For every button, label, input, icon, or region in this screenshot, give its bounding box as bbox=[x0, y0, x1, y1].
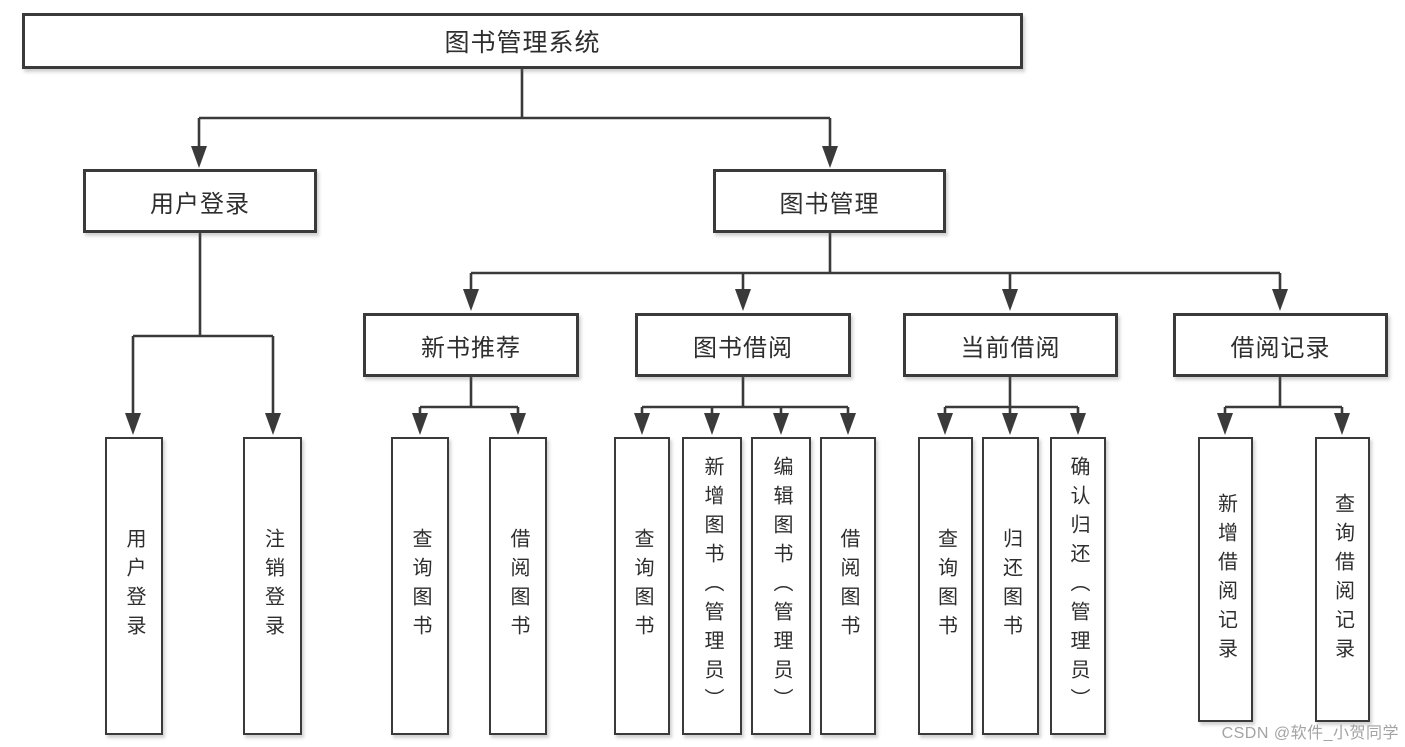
leaf-label: 查询借阅记录 bbox=[1331, 492, 1354, 667]
node-current-borrowing: 当前借阅 bbox=[903, 313, 1118, 377]
leaf-label: 查询图书 bbox=[409, 528, 431, 644]
leaf-query-books: 查询图书 bbox=[614, 437, 670, 735]
leaf-label: 编辑图书（管理员） bbox=[770, 455, 792, 717]
node-borrow-records: 借阅记录 bbox=[1173, 313, 1388, 377]
leaf-logout: 注销登录 bbox=[243, 437, 302, 735]
leaf-return-books: 归还图书 bbox=[982, 437, 1039, 735]
leaf-user-login: 用户登录 bbox=[105, 437, 163, 735]
node-book-borrowing: 图书借阅 bbox=[635, 313, 851, 377]
leaf-label: 注销登录 bbox=[261, 528, 284, 644]
leaf-label: 确认归还（管理员） bbox=[1067, 455, 1089, 717]
node-library-system: 图书管理系统 bbox=[22, 13, 1023, 69]
leaf-label: 借阅图书 bbox=[507, 528, 529, 644]
leaf-query-books: 查询图书 bbox=[918, 437, 973, 735]
leaf-label: 借阅图书 bbox=[837, 528, 859, 644]
leaf-label: 用户登录 bbox=[123, 528, 145, 644]
leaf-borrow-books: 借阅图书 bbox=[489, 437, 547, 735]
leaf-label: 归还图书 bbox=[999, 528, 1022, 644]
node-book-management: 图书管理 bbox=[713, 169, 946, 233]
leaf-label: 查询图书 bbox=[631, 528, 653, 644]
leaf-query-borrow-record: 查询借阅记录 bbox=[1315, 437, 1370, 722]
watermark: CSDN @软件_小贺同学 bbox=[1221, 725, 1399, 742]
leaf-label: 新增借阅记录 bbox=[1214, 492, 1237, 667]
leaf-add-borrow-record: 新增借阅记录 bbox=[1198, 437, 1253, 722]
leaf-query-books: 查询图书 bbox=[391, 437, 449, 735]
leaf-borrow-books: 借阅图书 bbox=[820, 437, 876, 735]
leaf-confirm-return-admin: 确认归还（管理员） bbox=[1050, 437, 1106, 735]
node-user-login: 用户登录 bbox=[83, 169, 317, 233]
leaf-label: 新增图书（管理员） bbox=[701, 455, 723, 717]
leaf-add-books-admin: 新增图书（管理员） bbox=[682, 437, 742, 735]
node-new-book-recommend: 新书推荐 bbox=[363, 313, 579, 377]
leaf-edit-books-admin: 编辑图书（管理员） bbox=[751, 437, 811, 735]
leaf-label: 查询图书 bbox=[934, 528, 957, 644]
